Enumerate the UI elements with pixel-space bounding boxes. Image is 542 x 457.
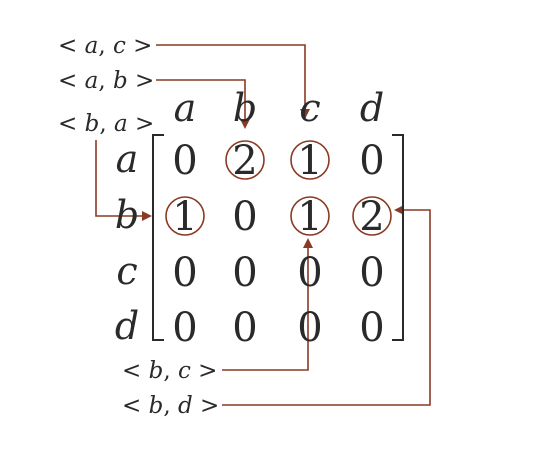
matrix-cell-dc: 0	[297, 305, 322, 351]
matrix-cell-ba: 1	[172, 194, 197, 240]
matrix-cell-cc: 0	[297, 250, 322, 296]
edge-tag-bd: < b, d >	[122, 393, 219, 419]
row-label-b: b	[115, 193, 139, 237]
matrix-cell-bc: 1	[297, 194, 322, 240]
column-label-c: c	[299, 86, 320, 130]
highlight-circle-bc	[290, 196, 330, 236]
row-label-c: c	[116, 249, 137, 293]
left-bracket	[152, 134, 164, 341]
edge-arrow-bd	[222, 205, 431, 406]
edge-arrow-bc	[222, 238, 313, 371]
matrix-cell-ca: 0	[172, 250, 197, 296]
highlight-circle-ac	[290, 140, 330, 180]
column-label-b: b	[233, 86, 257, 130]
edge-tag-ac: < a, c >	[58, 33, 152, 59]
edge-arrow-ac	[156, 44, 310, 119]
matrix-cell-cd: 0	[359, 250, 384, 296]
highlight-circle-ab	[225, 140, 265, 180]
matrix-cell-ad: 0	[359, 138, 384, 184]
matrix-cell-bb: 0	[232, 194, 257, 240]
edge-tag-bc: < b, c >	[122, 358, 217, 384]
right-bracket	[392, 134, 404, 341]
highlight-circle-bd	[352, 196, 392, 236]
column-label-a: a	[174, 86, 197, 130]
column-label-d: d	[360, 86, 384, 130]
edge-tag-ba: < b, a >	[58, 111, 154, 137]
matrix-cell-ab: 2	[232, 138, 257, 184]
highlight-circle-layer	[165, 140, 392, 236]
matrix-cell-bd: 2	[359, 194, 384, 240]
highlight-circle-ba	[165, 196, 205, 236]
edge-tag-ab: < a, b >	[58, 68, 154, 94]
matrix-cell-dd: 0	[359, 305, 384, 351]
matrix-cell-db: 0	[232, 305, 257, 351]
edge-arrow-ab	[156, 79, 250, 129]
arrow-layer	[95, 44, 431, 406]
matrix-cell-aa: 0	[172, 138, 197, 184]
matrix-cell-da: 0	[172, 305, 197, 351]
row-label-a: a	[116, 137, 139, 181]
edge-arrow-ba	[95, 140, 152, 221]
matrix-cell-ac: 1	[297, 138, 322, 184]
matrix-cell-cb: 0	[232, 250, 257, 296]
matrix-brackets	[152, 134, 404, 341]
row-label-d: d	[115, 304, 139, 348]
